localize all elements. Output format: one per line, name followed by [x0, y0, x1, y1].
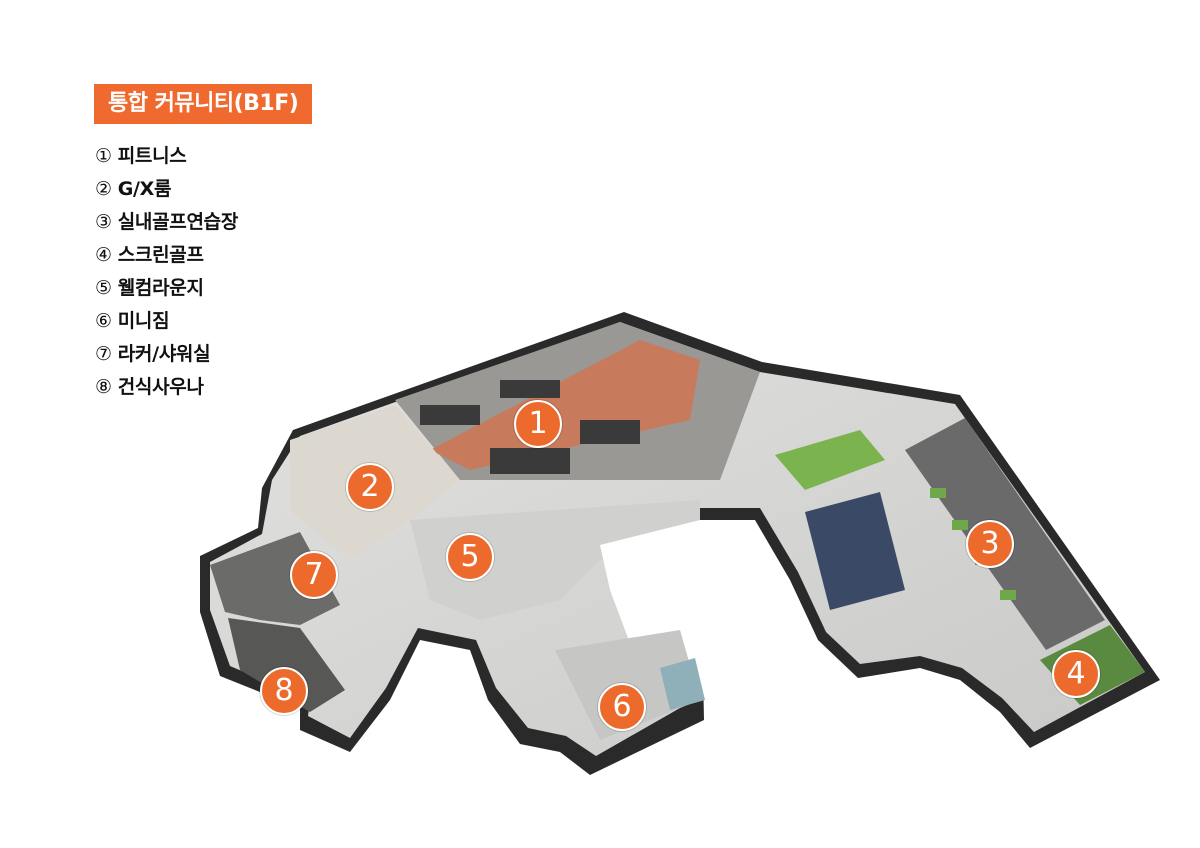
marker-7-locker-shower[interactable]: 7 — [290, 551, 338, 599]
marker-2-gx-room[interactable]: 2 — [346, 463, 394, 511]
plan-fitness-equipment — [420, 380, 640, 474]
plan-mini-gym-mat — [660, 658, 705, 710]
plan-void — [600, 520, 730, 700]
plan-room-lounge — [410, 500, 700, 620]
marker-5-welcome-lounge[interactable]: 5 — [446, 533, 494, 581]
marker-4-screen-golf[interactable]: 4 — [1052, 650, 1100, 698]
marker-6-mini-gym[interactable]: 6 — [598, 683, 646, 731]
plan-fitness-floor — [430, 340, 700, 470]
marker-8-dry-sauna[interactable]: 8 — [260, 667, 308, 715]
page-title: 통합 커뮤니티(B1F) — [94, 84, 313, 124]
plan-toilets — [805, 492, 905, 610]
plan-putting-green — [775, 430, 885, 490]
marker-1-fitness[interactable]: 1 — [514, 400, 562, 448]
plan-room-sauna — [228, 618, 345, 712]
marker-3-indoor-golf[interactable]: 3 — [966, 520, 1014, 568]
